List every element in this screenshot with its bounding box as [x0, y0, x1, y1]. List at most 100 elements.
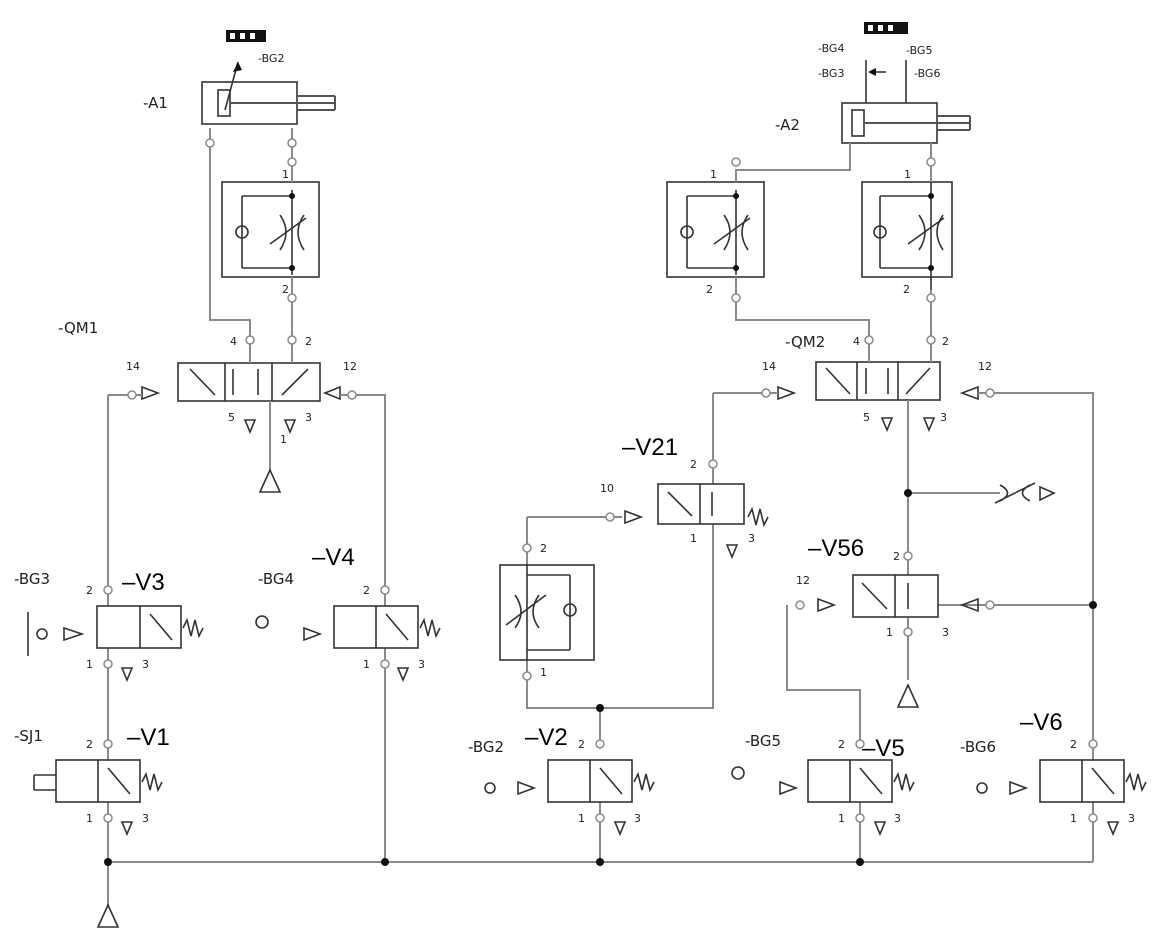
svg-text:3: 3: [942, 626, 949, 639]
svg-text:1: 1: [86, 658, 93, 671]
svg-text:3: 3: [142, 658, 149, 671]
label-v3: –V3: [122, 569, 165, 596]
label-qm1: -QM1: [58, 319, 98, 337]
cylinder-a1: [201, 30, 336, 125]
valve-qm2: [777, 361, 979, 401]
label-a1: -A1: [143, 94, 168, 112]
cylinder-a2-piston: [851, 109, 865, 137]
svg-text:4: 4: [853, 335, 860, 348]
valve-v21: [624, 483, 769, 528]
label-v56: –V56: [808, 535, 864, 562]
label-v6: –V6: [1020, 709, 1063, 736]
svg-text:1: 1: [86, 812, 93, 825]
svg-text:3: 3: [748, 532, 755, 545]
svg-text:2: 2: [578, 738, 585, 751]
svg-text:3: 3: [634, 812, 641, 825]
svg-text:1: 1: [363, 658, 370, 671]
flow-control-v21: [499, 564, 595, 661]
svg-text:2: 2: [942, 335, 949, 348]
valve-v1: [33, 759, 163, 803]
svg-text:2: 2: [1070, 738, 1077, 751]
svg-text:3: 3: [305, 411, 312, 424]
svg-text:2: 2: [363, 584, 370, 597]
svg-text:12: 12: [978, 360, 992, 373]
svg-text:4: 4: [230, 335, 237, 348]
svg-text:2: 2: [540, 542, 547, 555]
label-v21: –V21: [622, 434, 678, 461]
label-bg4-top: -BG4: [818, 42, 844, 55]
flow-control-a2-left: [666, 181, 765, 278]
flow-control-a2-right: [861, 175, 953, 290]
svg-text:2: 2: [86, 738, 93, 751]
svg-text:2: 2: [706, 283, 713, 296]
valve-v6: [976, 759, 1147, 803]
label-v2: –V2: [525, 724, 568, 751]
svg-text:12: 12: [796, 574, 810, 587]
svg-text:10: 10: [600, 482, 614, 495]
valve-v2: [484, 759, 655, 803]
svg-text:1: 1: [578, 812, 585, 825]
svg-text:2: 2: [305, 335, 312, 348]
flow-control-a1: [221, 181, 320, 278]
label-bg3: -BG3: [14, 570, 50, 588]
label-bg2-top: -BG2: [258, 52, 284, 65]
svg-text:3: 3: [418, 658, 425, 671]
svg-text:2: 2: [690, 458, 697, 471]
sensor-rail-a2: [864, 22, 908, 34]
svg-text:1: 1: [282, 168, 289, 181]
label-a2: -A2: [775, 116, 800, 134]
valve-v3: [27, 605, 204, 656]
label-v4: –V4: [312, 544, 355, 571]
exhaust-throttle: [1039, 485, 1056, 502]
svg-text:2: 2: [903, 283, 910, 296]
valve-v4: [255, 605, 441, 649]
svg-text:1: 1: [540, 666, 547, 679]
supply-v56: [896, 683, 920, 708]
svg-text:3: 3: [1128, 812, 1135, 825]
svg-text:1: 1: [904, 168, 911, 181]
svg-text:1: 1: [838, 812, 845, 825]
svg-text:1: 1: [690, 532, 697, 545]
svg-text:2: 2: [282, 283, 289, 296]
label-bg2: -BG2: [468, 738, 504, 756]
label-bg5-top: -BG5: [906, 44, 932, 57]
svg-text:14: 14: [126, 360, 140, 373]
svg-text:1: 1: [886, 626, 893, 639]
cylinder-a1-piston: [217, 89, 231, 117]
label-qm2: -QM2: [785, 333, 825, 351]
svg-text:2: 2: [86, 584, 93, 597]
valve-qm1: [141, 362, 341, 402]
svg-text:1: 1: [280, 433, 287, 446]
label-v5: –V5: [862, 735, 905, 762]
svg-text:3: 3: [142, 812, 149, 825]
sensor-rail-bg2: [226, 30, 266, 42]
supply-main: [96, 903, 120, 928]
piping: [107, 128, 1094, 905]
svg-text:1: 1: [710, 168, 717, 181]
port-numbers: 1 2 4 2 14 12 5 3 1 1 1 2 2 4 2 14 12 5 …: [86, 168, 1135, 825]
supply-qm1: [258, 468, 282, 493]
svg-text:2: 2: [893, 550, 900, 563]
label-bg4: -BG4: [258, 570, 294, 588]
svg-text:3: 3: [940, 411, 947, 424]
label-bg6-top: -BG6: [914, 67, 940, 80]
valve-v5: [731, 759, 915, 803]
label-bg6: -BG6: [960, 738, 996, 756]
svg-text:5: 5: [863, 411, 870, 424]
valve-v56: [817, 574, 979, 618]
exhausts: [120, 417, 1120, 837]
label-bg3-top: -BG3: [818, 67, 844, 80]
ports: [103, 138, 1098, 823]
svg-text:12: 12: [343, 360, 357, 373]
svg-text:1: 1: [1070, 812, 1077, 825]
svg-text:14: 14: [762, 360, 776, 373]
label-v1: –V1: [127, 724, 170, 751]
svg-text:3: 3: [894, 812, 901, 825]
svg-text:5: 5: [228, 411, 235, 424]
label-sj1: -SJ1: [14, 727, 43, 745]
label-bg5: -BG5: [745, 732, 781, 750]
svg-text:2: 2: [838, 738, 845, 751]
cylinder-a2: [841, 22, 971, 144]
